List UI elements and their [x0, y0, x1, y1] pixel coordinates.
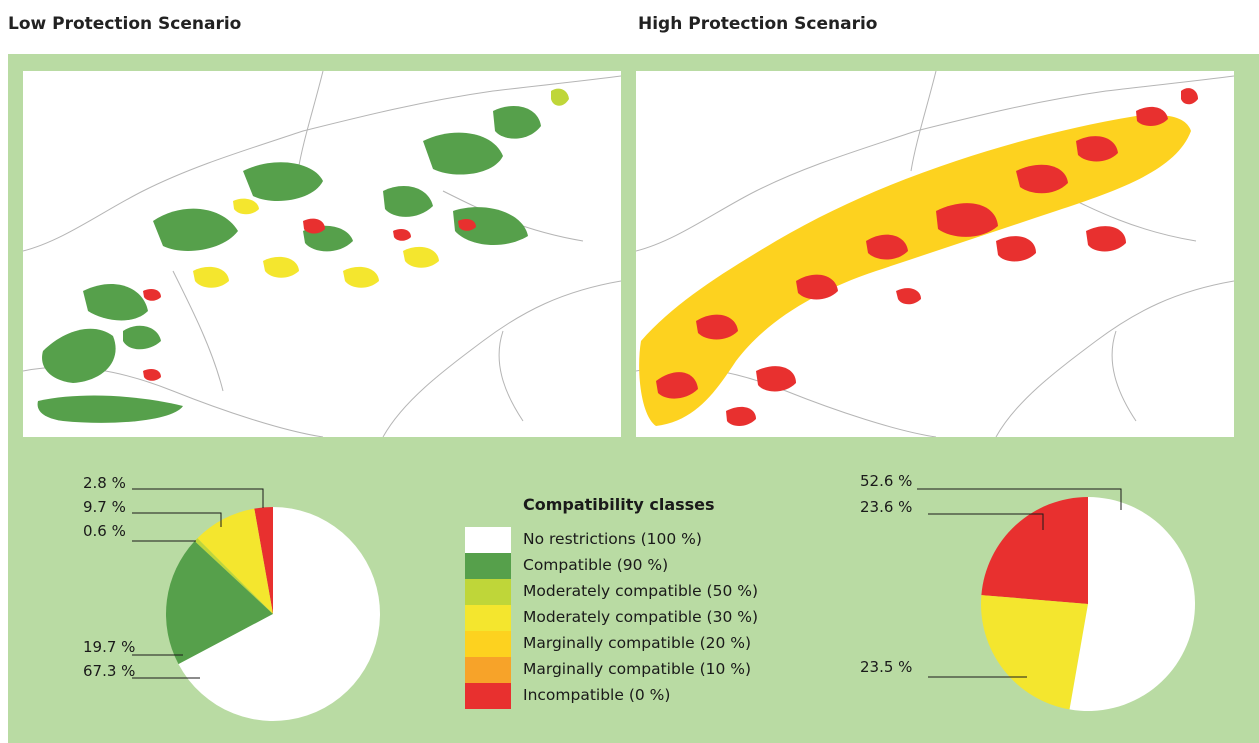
- pie-value-label: 0.6 %: [83, 522, 126, 540]
- pie-value-label: 23.6 %: [860, 498, 913, 516]
- low-protection-pie: [166, 507, 380, 721]
- legend-label: Moderately compatible (30 %): [523, 608, 759, 626]
- legend-swatch: [465, 605, 511, 631]
- pie-slice: [980, 595, 1088, 710]
- legend-swatch: [465, 553, 511, 579]
- pie-slice: [254, 507, 273, 614]
- legend-label: No restrictions (100 %): [523, 530, 702, 548]
- legend-swatch: [465, 657, 511, 683]
- legend-swatch: [465, 579, 511, 605]
- leader-line: [132, 512, 222, 527]
- pie-slice: [194, 538, 273, 614]
- pie-slice: [166, 541, 273, 665]
- high-protection-pie: [980, 497, 1196, 711]
- leader-line: [928, 513, 1044, 530]
- pie-value-label: 23.5 %: [860, 658, 913, 676]
- legend-swatch: [465, 631, 511, 657]
- legend-label: Marginally compatible (10 %): [523, 660, 752, 678]
- pie-value-label: 52.6 %: [860, 472, 913, 490]
- pie-value-label: 9.7 %: [83, 498, 126, 516]
- pie-slice: [981, 497, 1088, 604]
- low-protection-map: [23, 71, 621, 437]
- legend-swatch: [465, 683, 511, 709]
- legend-swatch: [465, 527, 511, 553]
- pie-value-label: 19.7 %: [83, 638, 136, 656]
- legend-label: Moderately compatible (50 %): [523, 582, 759, 600]
- high-protection-map: [636, 71, 1234, 437]
- pie-value-label: 2.8 %: [83, 474, 126, 492]
- pie-slice: [178, 507, 380, 721]
- legend-label: Compatible (90 %): [523, 556, 669, 574]
- pie-slice: [1069, 497, 1196, 711]
- pie-slice: [197, 508, 273, 614]
- pie-value-label: 67.3 %: [83, 662, 136, 680]
- leader-line: [917, 488, 1122, 510]
- legend-label: Incompatible (0 %): [523, 686, 671, 704]
- leader-line: [132, 488, 264, 508]
- high-protection-heading: High Protection Scenario: [638, 14, 878, 34]
- legend-title: Compatibility classes: [523, 495, 715, 514]
- pie-leader-lines: [132, 488, 1122, 679]
- legend-label: Marginally compatible (20 %): [523, 634, 752, 652]
- low-protection-heading: Low Protection Scenario: [8, 14, 242, 34]
